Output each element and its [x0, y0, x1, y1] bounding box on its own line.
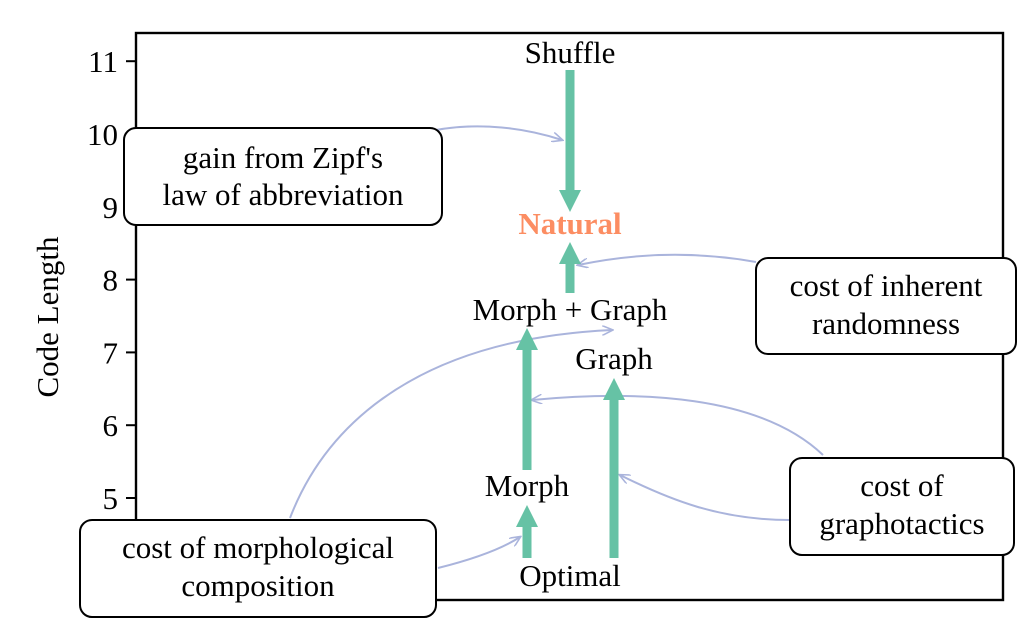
arrow-head: [516, 505, 538, 527]
annotation-line: randomness: [812, 306, 960, 341]
connector-graphotactics-graph: [620, 475, 791, 521]
connector-graphotactics-morph: [532, 396, 824, 456]
level-label-graph: Graph: [575, 341, 653, 376]
annotation-line: cost of inherent: [790, 268, 983, 303]
y-tick-label: 9: [103, 190, 119, 225]
arrow-head: [559, 242, 581, 264]
y-axis-label: Code Length: [30, 236, 65, 397]
arrow-head: [603, 378, 625, 400]
annotation-line: cost of morphological: [122, 530, 394, 565]
annotation-line: graphotactics: [819, 506, 984, 541]
y-tick-label: 7: [103, 335, 119, 370]
level-label-shuffle: Shuffle: [525, 35, 616, 70]
y-tick-label: 8: [103, 263, 119, 298]
y-tick-label: 5: [103, 481, 119, 516]
arrow-head: [516, 328, 538, 350]
annotation-graphotactics: cost of graphotactics: [789, 457, 1015, 556]
y-axis-ticks: 5 6 7 8 9 10 11: [87, 44, 136, 516]
arrow-head: [559, 190, 581, 212]
level-label-optimal: Optimal: [519, 558, 621, 593]
level-label-morph: Morph: [485, 468, 570, 503]
annotation-box: [789, 457, 1015, 556]
annotation-line: cost of: [860, 468, 944, 503]
y-tick-label: 6: [103, 408, 119, 443]
annotation-line: law of abbreviation: [162, 177, 404, 212]
y-tick-label: 11: [88, 44, 118, 79]
y-tick-label: 10: [87, 117, 118, 152]
transition-arrows: [516, 70, 625, 558]
annotation-box: [123, 127, 443, 226]
connector-randomness: [578, 253, 757, 265]
annotation-box: [755, 257, 1017, 355]
connectors: [289, 125, 824, 569]
connector-morphology-morphgraph: [289, 330, 612, 519]
annotation-line: gain from Zipf's: [183, 140, 383, 175]
annotation-zipf: gain from Zipf's law of abbreviation: [123, 127, 443, 226]
annotation-box: [79, 519, 437, 618]
annotation-line: composition: [181, 568, 335, 603]
level-label-morph-graph: Morph + Graph: [473, 292, 668, 327]
connector-zipf: [435, 125, 562, 140]
connector-morphology-morph: [437, 537, 520, 569]
level-label-natural: Natural: [518, 206, 622, 241]
annotation-randomness: cost of inherent randomness: [755, 257, 1017, 355]
level-labels: Shuffle Natural Morph + Graph Graph Morp…: [473, 35, 668, 593]
annotation-morphology: cost of morphological composition: [79, 519, 437, 618]
